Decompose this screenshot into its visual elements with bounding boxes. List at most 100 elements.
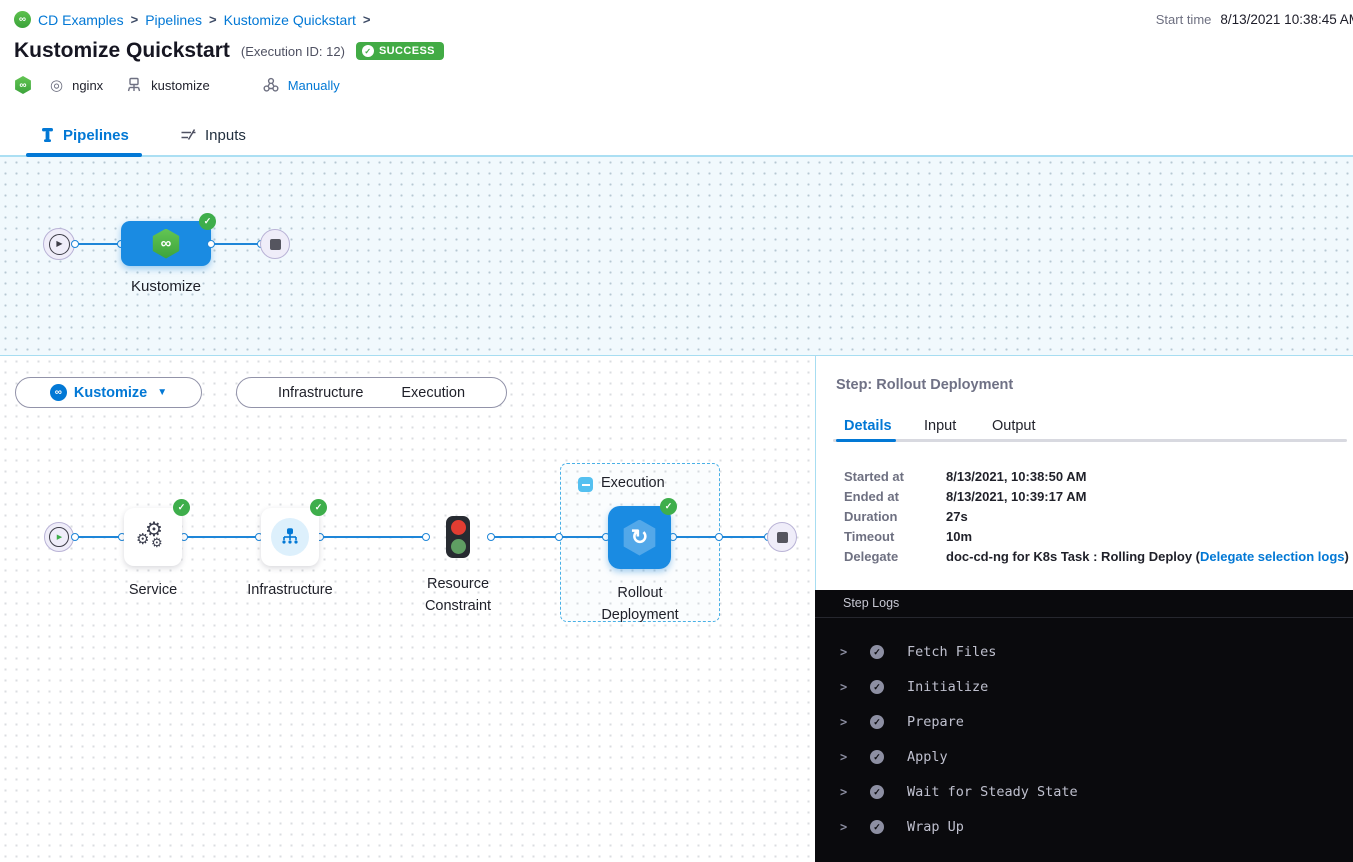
log-section-label: Fetch Files: [907, 644, 997, 660]
log-section-row[interactable]: > ✓ Prepare: [815, 713, 1353, 737]
log-section-label: Initialize: [907, 679, 989, 695]
stage-selector-label: Kustomize: [73, 384, 148, 401]
detail-value: doc-cd-ng for K8s Task : Rolling Deploy …: [946, 549, 1349, 564]
success-check-icon: ✓: [361, 45, 374, 57]
step-logs-panel: Step Logs > ✓ Fetch Files > ✓ Initialize…: [815, 590, 1353, 862]
log-section-row[interactable]: > ✓ Apply: [815, 748, 1353, 772]
chevron-right-icon[interactable]: >: [840, 715, 848, 729]
breadcrumb-kustomize-quickstart[interactable]: Kustomize Quickstart: [223, 11, 356, 28]
log-section-row[interactable]: > ✓ Fetch Files: [815, 643, 1353, 667]
chevron-right-icon[interactable]: >: [840, 785, 848, 799]
main-tabbar: Pipelines Inputs: [0, 115, 1353, 157]
execution-group-label: Execution: [601, 475, 665, 491]
rollout-hexagon-icon: [623, 519, 656, 556]
detail-value: 8/13/2021, 10:38:50 AM: [946, 469, 1087, 484]
log-section-row[interactable]: > ✓ Wait for Steady State: [815, 783, 1353, 807]
pipeline-graph-canvas[interactable]: ▶ ∞ ✓ Kustomize: [0, 157, 1353, 356]
stage-execution-canvas[interactable]: ∞ Kustomize ▼ Infrastructure Execution E…: [0, 356, 815, 862]
chevron-right-icon[interactable]: >: [840, 750, 848, 764]
connector-dot: [71, 240, 79, 248]
detail-value: 8/13/2021, 10:39:17 AM: [946, 489, 1087, 504]
collapse-group-icon[interactable]: [578, 477, 593, 492]
environment-icon: [126, 77, 142, 93]
view-toggle: Infrastructure Execution: [236, 377, 507, 408]
detail-row-timeout: Timeout 10m: [844, 529, 1343, 547]
breadcrumb-cd-examples[interactable]: CD Examples: [38, 11, 124, 28]
stage-node-kustomize[interactable]: ∞ ✓: [121, 213, 216, 266]
log-section-row[interactable]: > ✓ Wrap Up: [815, 818, 1353, 842]
log-success-icon: ✓: [870, 820, 884, 834]
log-success-icon: ✓: [870, 680, 884, 694]
trigger-icon: [263, 77, 279, 93]
pipeline-end-node[interactable]: [260, 229, 290, 259]
connector-line: [75, 536, 122, 538]
connector-dot: [422, 533, 430, 541]
tab-pipelines[interactable]: Pipelines: [40, 115, 129, 155]
step-node-service[interactable]: ⚙⚙⚙ ✓: [124, 499, 190, 566]
gears-icon: ⚙⚙⚙: [136, 519, 163, 550]
stage-end-node[interactable]: [767, 522, 797, 552]
detail-label: Started at: [844, 469, 904, 484]
connector-line: [211, 243, 261, 245]
detail-label: Duration: [844, 509, 898, 524]
detail-label: Delegate: [844, 549, 899, 564]
step-label-infrastructure: Infrastructure: [247, 582, 333, 598]
chevron-right-icon[interactable]: >: [840, 645, 848, 659]
step-logs-title: Step Logs: [843, 596, 900, 610]
cd-stage-icon: ∞: [152, 228, 180, 259]
detail-row-started: Started at 8/13/2021, 10:38:50 AM: [844, 469, 1343, 487]
detail-label: Timeout: [844, 529, 895, 544]
start-time-value: 8/13/2021 10:38:45 AM: [1220, 12, 1353, 27]
service-icon: ◎: [50, 77, 64, 94]
delegate-value-suffix: ): [1344, 549, 1349, 564]
stage-success-badge-icon: ✓: [199, 213, 216, 230]
step-success-badge-icon: ✓: [173, 499, 190, 516]
execution-meta-row: ∞ ◎ nginx kustomize Manually: [14, 76, 340, 94]
breadcrumb-separator: >: [362, 12, 371, 27]
connector-line: [75, 243, 121, 245]
tab-output[interactable]: Output: [992, 418, 1036, 434]
pipelines-icon: [40, 127, 55, 143]
connector-line: [491, 536, 606, 538]
breadcrumb-separator: >: [209, 12, 217, 27]
environment-name[interactable]: kustomize: [151, 77, 210, 93]
step-success-badge-icon: ✓: [660, 498, 677, 515]
connector-dot: [487, 533, 495, 541]
step-node-infrastructure[interactable]: ✓: [261, 499, 327, 566]
stage-selector-dropdown[interactable]: ∞ Kustomize ▼: [15, 377, 202, 408]
chevron-right-icon[interactable]: >: [840, 820, 848, 834]
step-panel-title: Step: Rollout Deployment: [836, 377, 1014, 393]
chevron-right-icon[interactable]: >: [840, 680, 848, 694]
connector-line: [320, 536, 426, 538]
detail-value: 10m: [946, 529, 973, 544]
infrastructure-icon: [271, 518, 309, 556]
stage-start-node[interactable]: ▶: [44, 522, 74, 552]
trigger-type[interactable]: Manually: [287, 77, 340, 93]
play-icon: ▶: [56, 239, 63, 248]
tab-inputs-label: Inputs: [205, 126, 246, 144]
log-section-row[interactable]: > ✓ Initialize: [815, 678, 1353, 702]
execution-step-group: Execution: [560, 463, 720, 622]
log-section-label: Apply: [907, 749, 948, 765]
log-section-label: Wrap Up: [907, 819, 964, 835]
toggle-infrastructure[interactable]: Infrastructure: [277, 384, 364, 401]
detail-value: 27s: [946, 509, 968, 524]
tab-details[interactable]: Details: [844, 418, 892, 434]
cd-module-icon: ∞: [14, 11, 31, 28]
service-name[interactable]: nginx: [72, 77, 104, 93]
page-title: Kustomize Quickstart: [14, 39, 230, 62]
step-node-resource-constraint[interactable]: [446, 516, 470, 558]
log-section-label: Wait for Steady State: [907, 784, 1078, 800]
start-time-label: Start time: [1155, 12, 1212, 27]
status-badge-label: SUCCESS: [378, 45, 435, 57]
breadcrumb-pipelines[interactable]: Pipelines: [145, 11, 203, 28]
breadcrumb: ∞ CD Examples > Pipelines > Kustomize Qu…: [14, 11, 370, 28]
details-tab-underline: [836, 439, 896, 442]
toggle-execution[interactable]: Execution: [401, 384, 466, 401]
tab-input[interactable]: Input: [924, 418, 957, 434]
delegate-selection-logs-link[interactable]: Delegate selection logs: [1200, 549, 1345, 564]
connector-line: [184, 536, 259, 538]
tab-inputs[interactable]: Inputs: [180, 115, 246, 155]
log-success-icon: ✓: [870, 645, 884, 659]
step-node-rollout-deployment[interactable]: ↻ ✓: [608, 498, 677, 569]
